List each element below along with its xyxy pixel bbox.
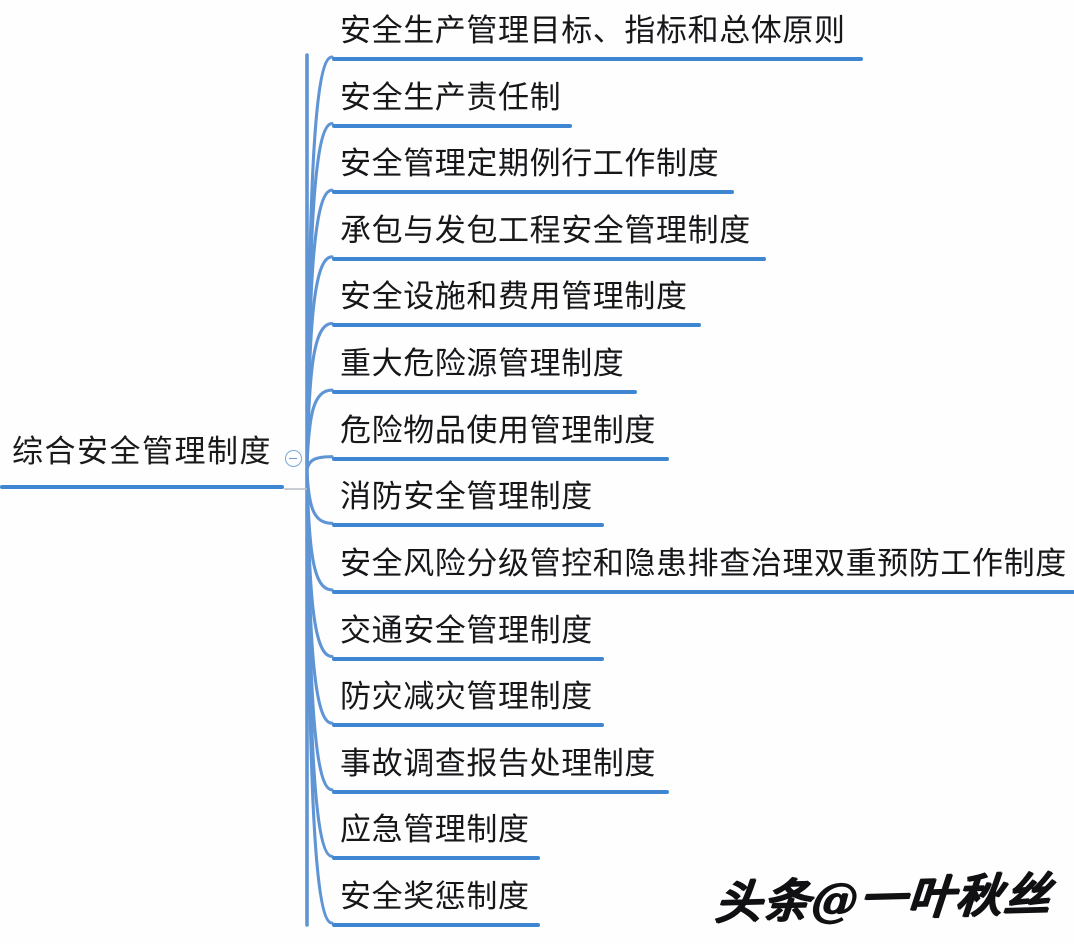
branch-node-underline [332,523,604,528]
branch-node-underline [332,256,766,261]
branch-node[interactable]: 承包与发包工程安全管理制度 [332,211,782,271]
branch-node-underline [332,789,669,794]
branch-node[interactable]: 重大危险源管理制度 [332,344,653,404]
branch-node-underline [332,856,540,861]
branch-node[interactable]: 安全风险分级管控和隐患排查治理双重预防工作制度 [332,544,1074,604]
branch-connector [305,321,334,466]
branch-node-underline [332,123,572,128]
branch-node-underline [332,923,540,927]
branch-node-label: 应急管理制度 [340,812,530,849]
branch-node[interactable]: 安全奖惩制度 [332,877,556,937]
branch-node[interactable]: 事故调查报告处理制度 [332,744,685,804]
branch-node-underline [332,323,701,328]
branch-node-label: 承包与发包工程安全管理制度 [340,212,751,249]
branch-connector [305,474,334,725]
branch-node-underline [332,723,604,728]
root-node-underline [0,485,284,489]
branch-node-underline [332,190,734,195]
branch-node-label: 防灾减灾管理制度 [340,679,593,716]
branch-node-label: 安全管理定期例行工作制度 [340,146,720,183]
branch-node-label: 安全生产责任制 [340,79,562,116]
branch-node-label: 安全风险分级管控和隐患排查治理双重预防工作制度 [340,545,1067,582]
branch-node-label: 危险物品使用管理制度 [340,412,656,449]
branch-node[interactable]: 应急管理制度 [332,810,556,870]
branch-node-underline [332,456,669,461]
branch-node[interactable]: 安全设施和费用管理制度 [332,277,717,337]
branch-connector [305,122,334,466]
branch-node-label: 交通安全管理制度 [340,612,593,649]
branch-node-underline [332,656,604,661]
branch-connector [305,388,334,467]
branch-node-underline [332,390,637,395]
branch-node[interactable]: 安全管理定期例行工作制度 [332,144,750,204]
branch-node[interactable]: 交通安全管理制度 [332,611,620,671]
root-node[interactable]: 综合安全管理制度 [0,430,290,492]
branch-connector [305,255,334,466]
watermark-text: 头条@一叶秋丝 [713,866,1055,930]
minus-circle-icon[interactable] [285,450,302,467]
branch-connector [305,55,334,466]
branch-node-label: 事故调查报告处理制度 [340,745,656,782]
branch-connector [305,474,334,592]
branch-connector [305,455,334,471]
branch-connector [305,474,334,925]
branch-node-underline [332,589,1074,594]
branch-connector [305,474,334,659]
branch-node-underline [332,57,863,61]
branch-connector [305,471,334,525]
branch-connector [305,474,334,792]
branch-node[interactable]: 安全生产责任制 [332,78,588,138]
branch-node[interactable]: 消防安全管理制度 [332,477,620,537]
root-node-label: 综合安全管理制度 [12,434,272,470]
branch-node-label: 安全生产管理目标、指标和总体原则 [340,13,846,49]
branch-node[interactable]: 危险物品使用管理制度 [332,411,685,471]
branch-node-label: 消防安全管理制度 [340,479,593,516]
branch-node[interactable]: 防灾减灾管理制度 [332,677,620,737]
branch-node-label: 安全设施和费用管理制度 [340,279,688,316]
branch-node[interactable]: 安全生产管理目标、指标和总体原则 [332,11,879,71]
branch-node-label: 重大危险源管理制度 [340,346,625,383]
branch-connector [305,188,334,466]
branch-connector [305,474,334,858]
branch-node-label: 安全奖惩制度 [340,879,530,915]
